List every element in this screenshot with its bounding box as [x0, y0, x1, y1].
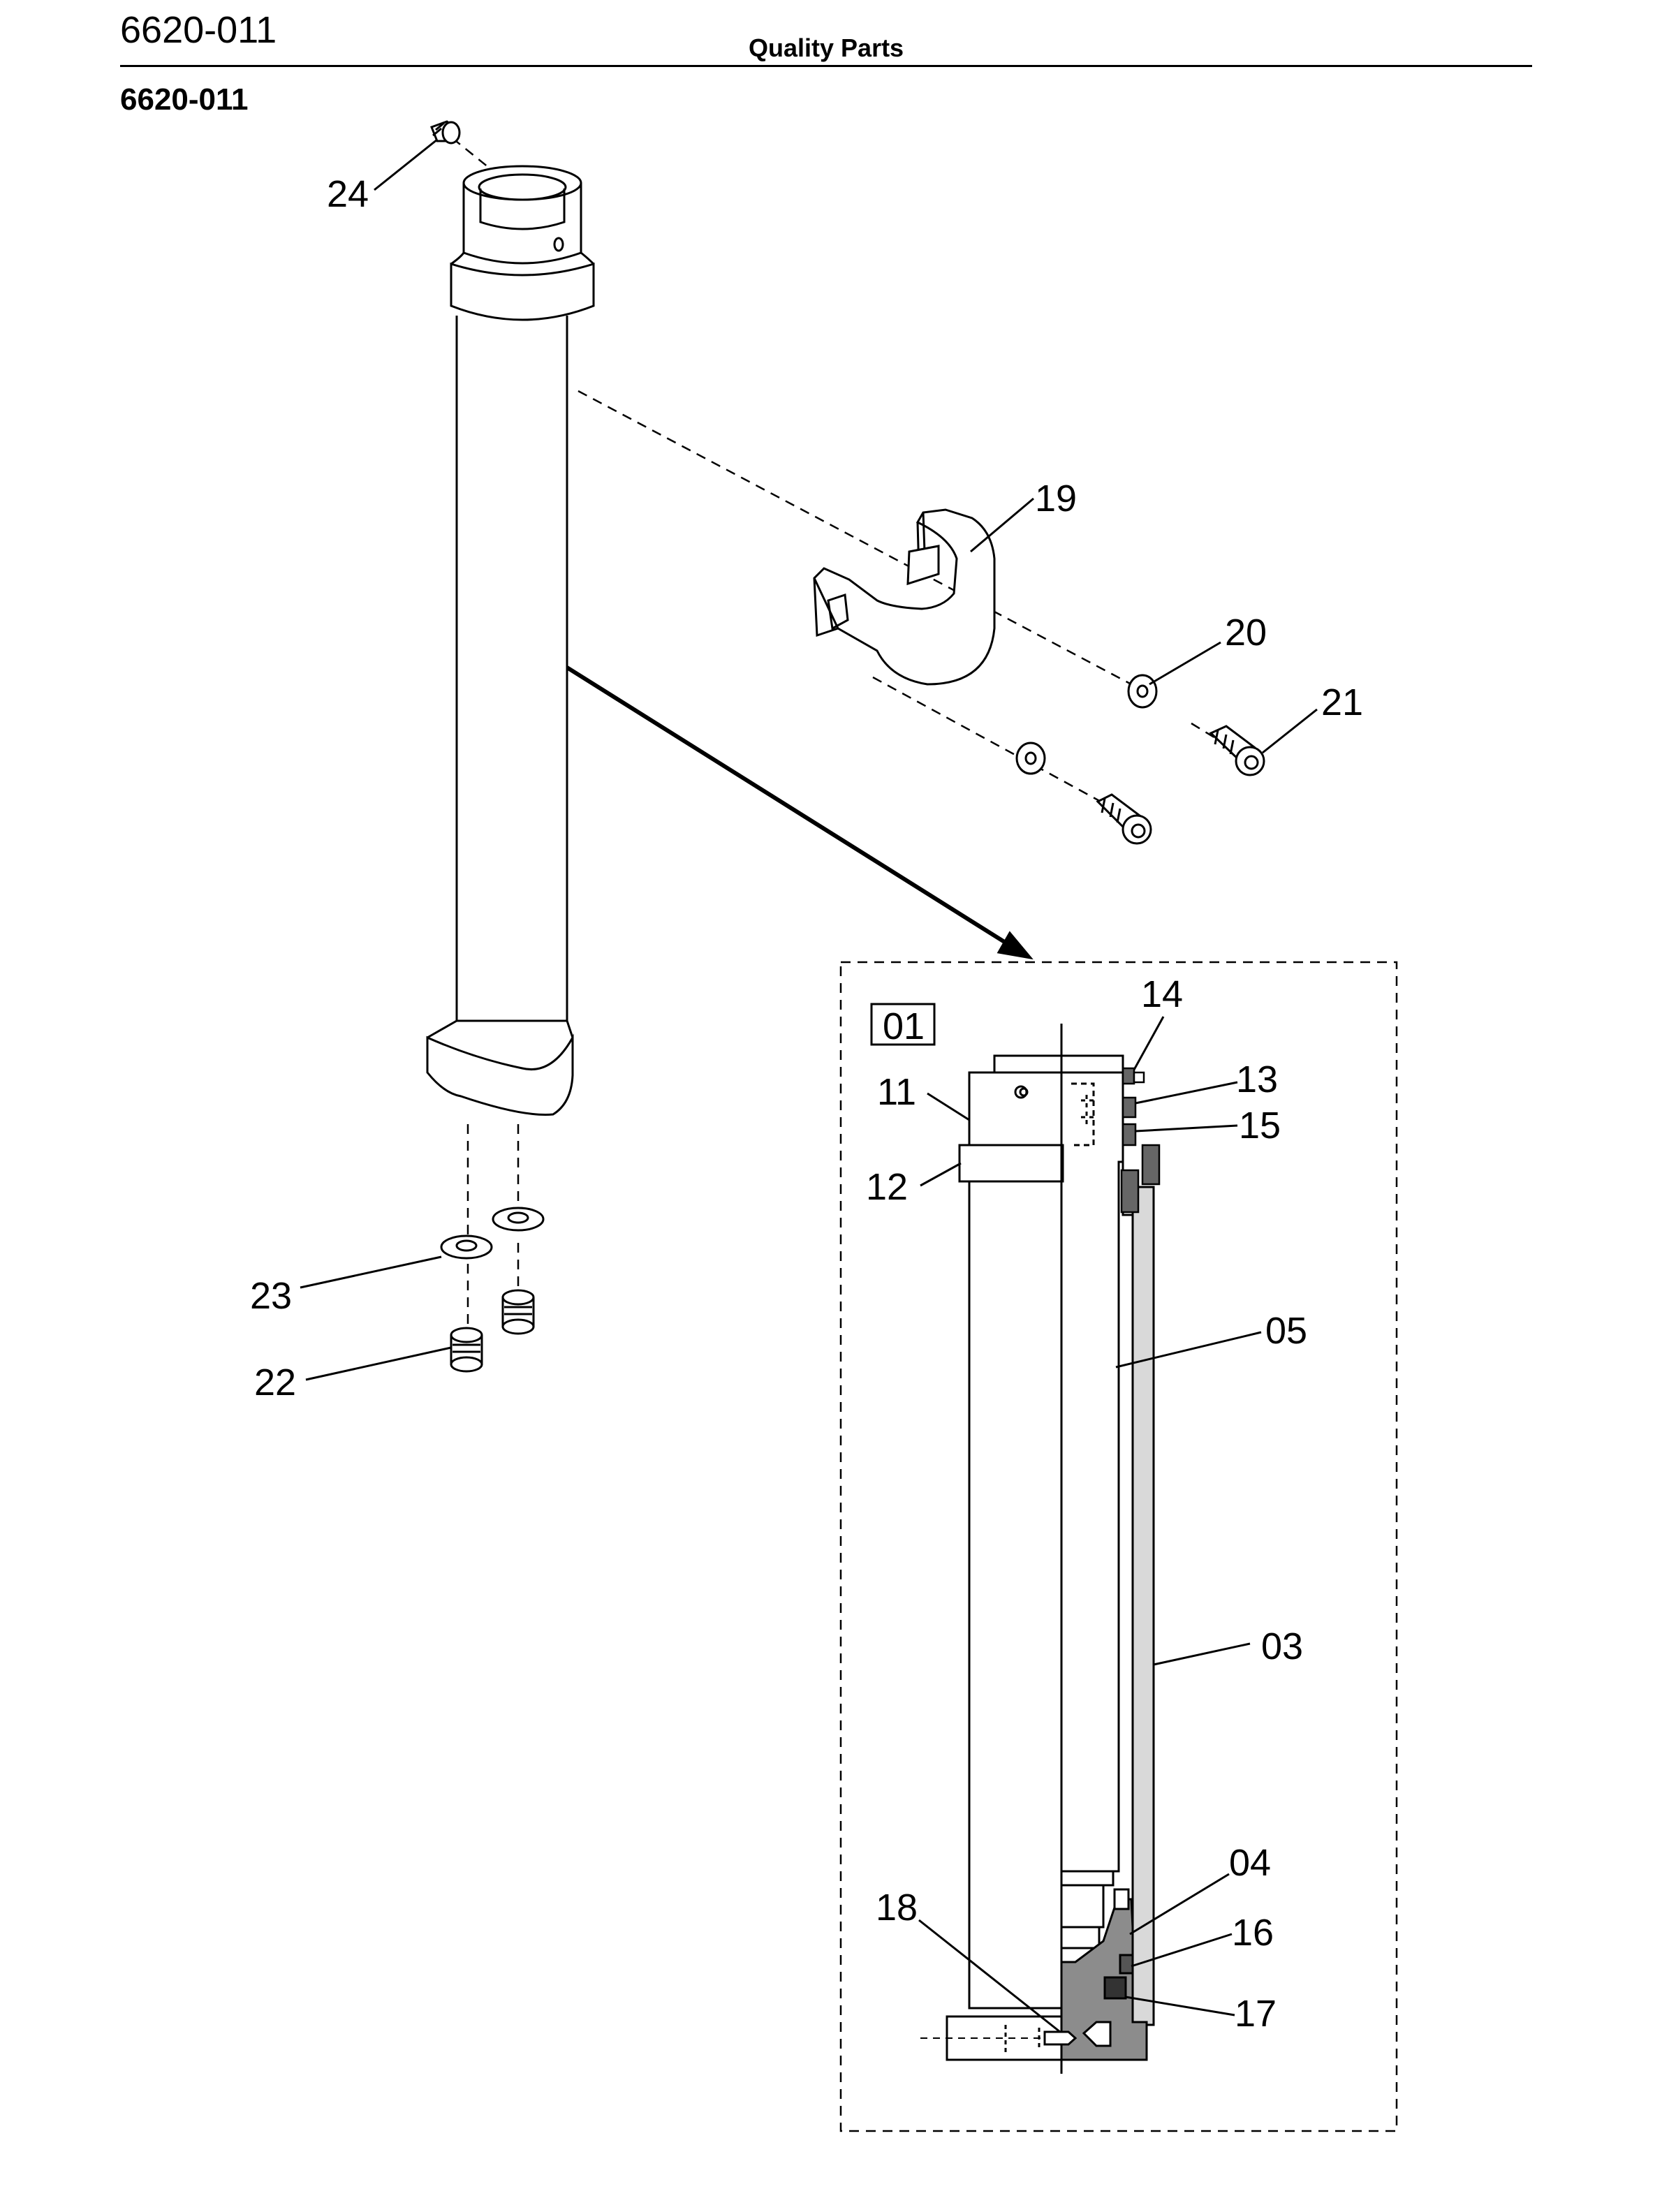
callout-13: 13 [1236, 1059, 1278, 1100]
header-title: Quality Parts [749, 34, 904, 62]
lower-washer [1015, 742, 1046, 775]
detail-view [839, 961, 1398, 2132]
callout-19: 19 [1035, 478, 1077, 519]
callout-12: 12 [866, 1166, 908, 1208]
callout-03: 03 [1261, 1625, 1303, 1667]
lower-screw [1096, 793, 1152, 845]
callout-20: 20 [1225, 612, 1267, 654]
document-number: 6620-011 [120, 9, 277, 51]
page-header: 6620-011 Quality Parts [0, 0, 1662, 84]
callout-23: 23 [250, 1275, 292, 1317]
callout-22: 22 [254, 1362, 296, 1403]
column-assembly [426, 165, 1034, 1116]
callout-15: 15 [1239, 1105, 1281, 1146]
part-23-washers [440, 1207, 545, 1260]
part-19-clamp [813, 508, 996, 686]
callout-14: 14 [1141, 973, 1183, 1015]
callout-11: 11 [877, 1071, 916, 1113]
part-21-screw [1209, 725, 1265, 776]
leader-lines [300, 138, 1318, 2033]
callout-05: 05 [1265, 1310, 1307, 1352]
part-20-washer [1127, 674, 1158, 709]
callout-24: 24 [327, 173, 369, 215]
callout-21: 21 [1321, 681, 1363, 723]
callout-16: 16 [1232, 1912, 1274, 1954]
callout-17: 17 [1235, 1993, 1277, 2035]
header-rule [120, 65, 1532, 67]
assembly-lines [452, 138, 1217, 1334]
section-title: 6620-011 [120, 82, 249, 117]
callout-04: 04 [1229, 1842, 1271, 1884]
callout-18: 18 [876, 1887, 918, 1929]
detail-label-01: 01 [883, 1005, 925, 1047]
part-24-screw [430, 120, 461, 145]
callouts: 24 19 20 21 23 22 01 14 13 15 11 12 05 0… [250, 173, 1363, 2035]
part-22-screws [450, 1289, 535, 1373]
